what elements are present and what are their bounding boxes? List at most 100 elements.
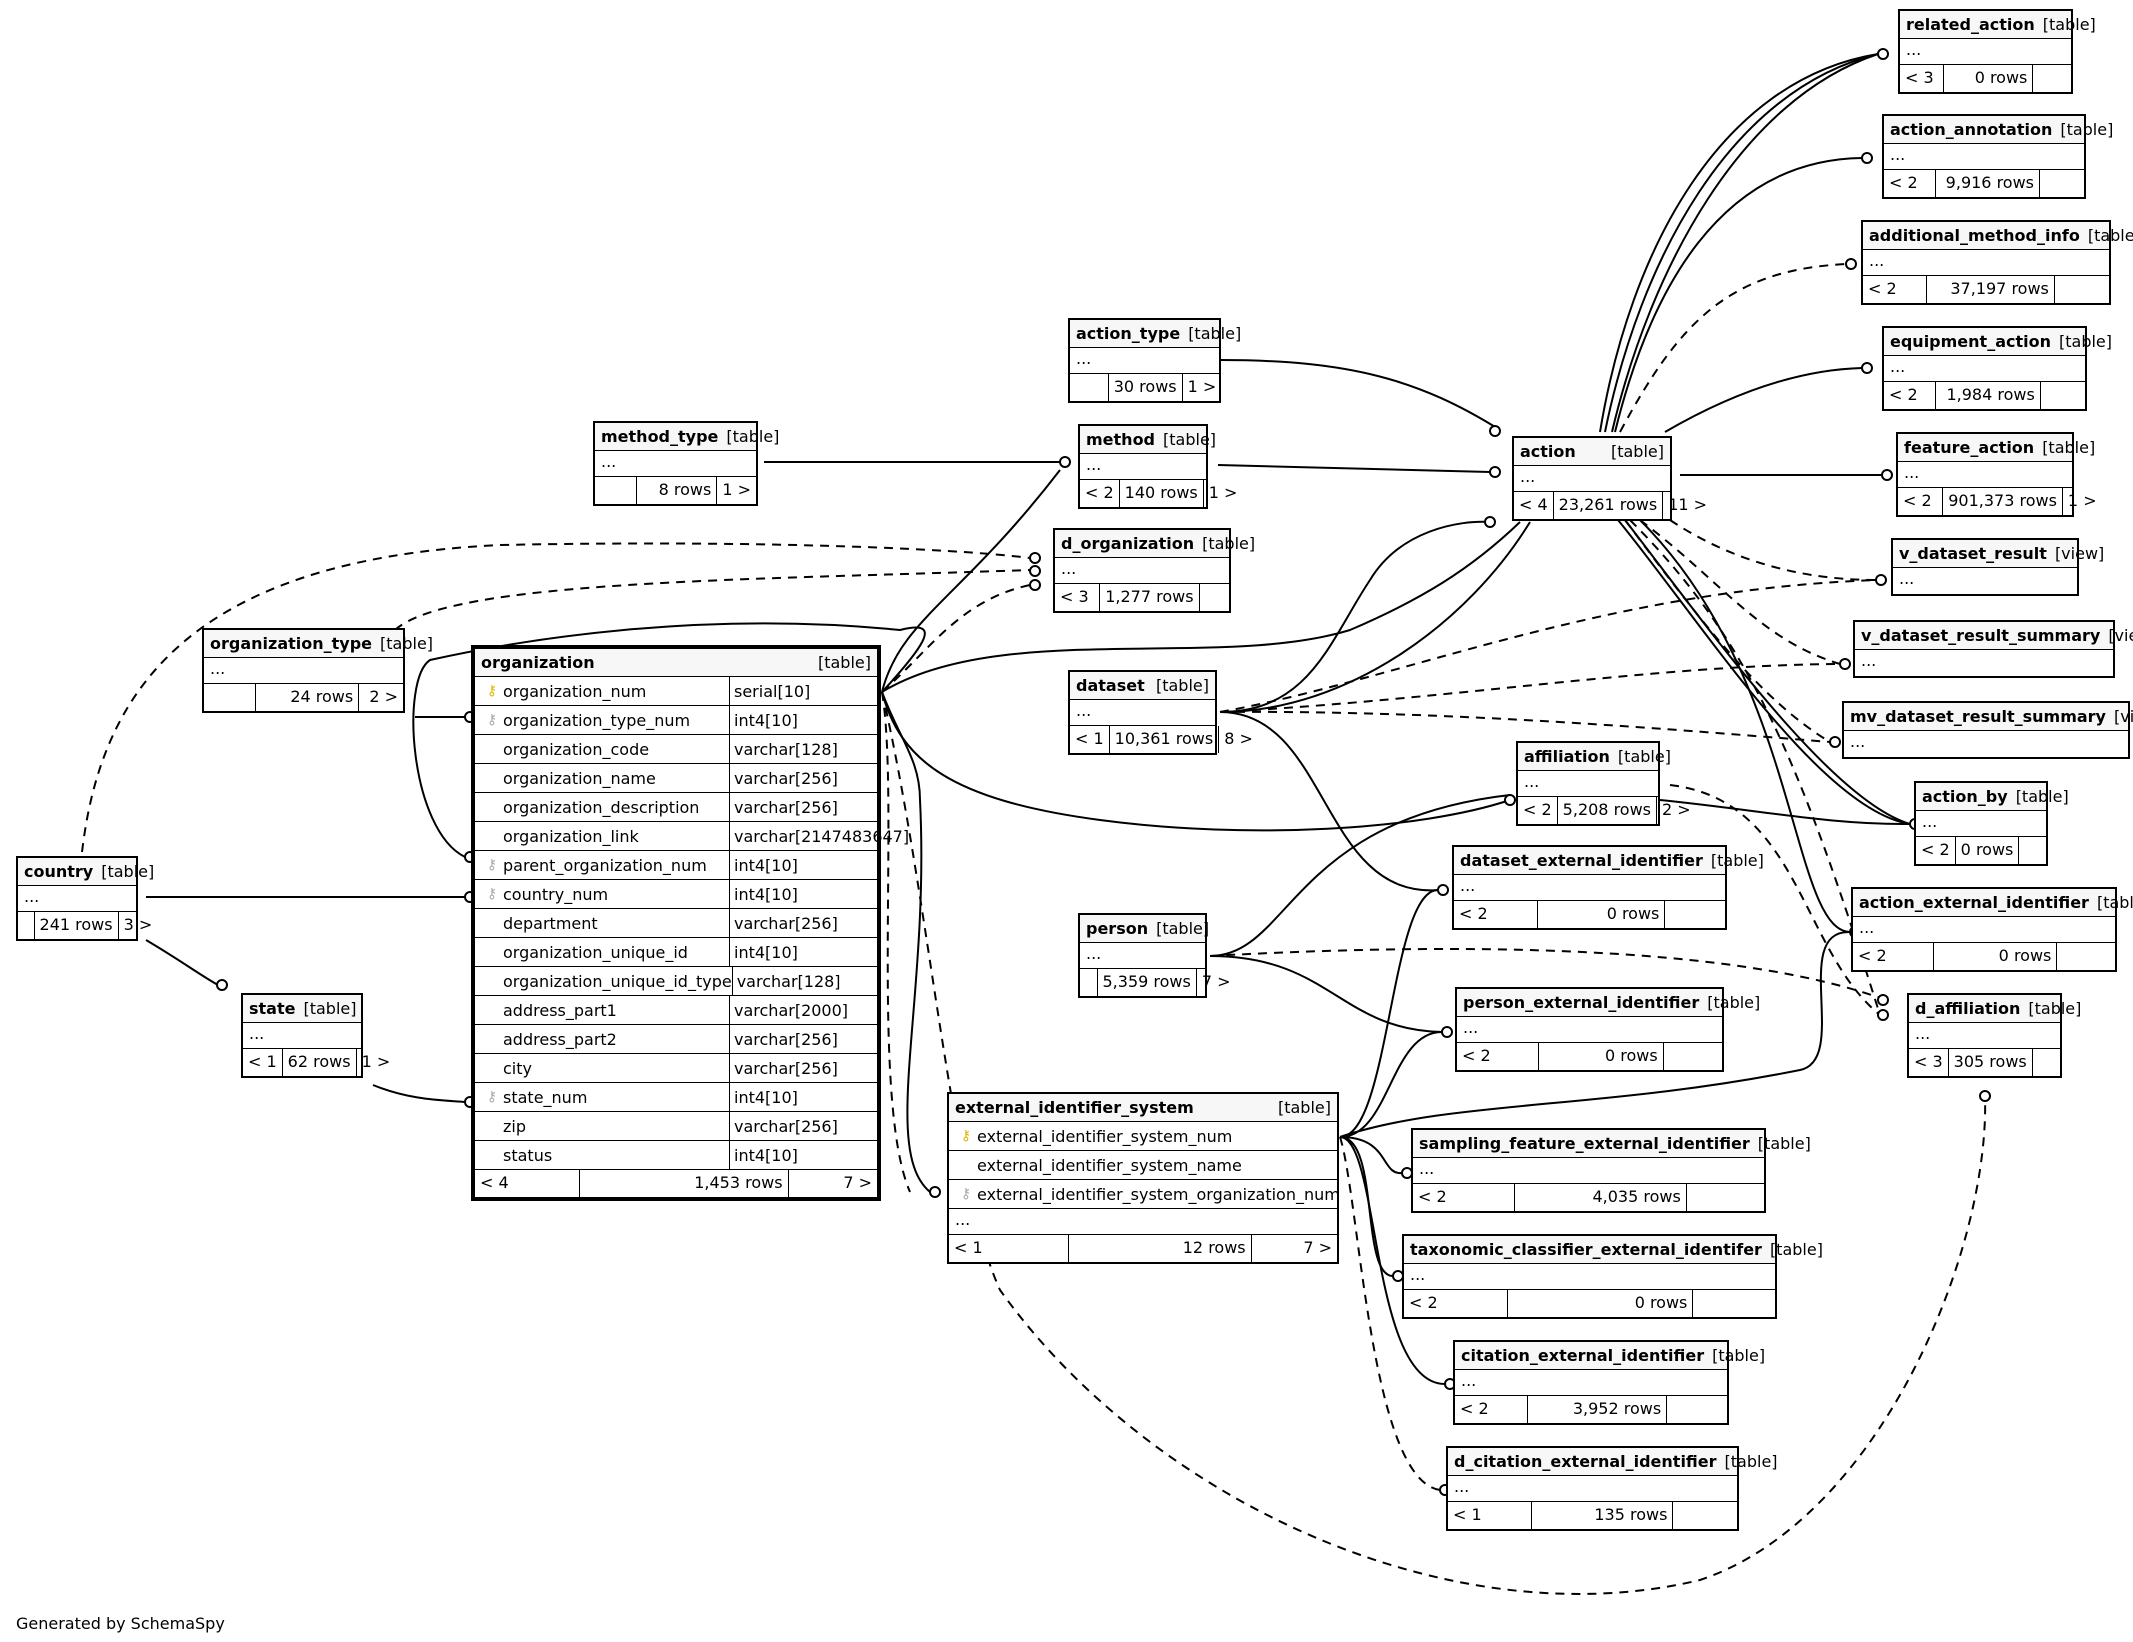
table-kind: [table] — [1712, 1346, 1766, 1365]
ellipsis-row: ... — [204, 658, 403, 684]
column-row[interactable]: external_identifier_system_name — [949, 1151, 1337, 1180]
v-dataset-result-summary-view[interactable]: v_dataset_result_summary[view] ... — [1853, 620, 2133, 678]
edge-person-d-affiliation — [1209, 947, 1887, 1001]
edge-person-affiliation — [1209, 794, 1511, 957]
table-name: action_type — [1076, 324, 1181, 343]
table-name: country — [24, 862, 94, 881]
v-dataset-result-view[interactable]: v_dataset_result[view] ... — [1891, 538, 2104, 596]
edge-dataset-action-1 — [1219, 520, 1491, 713]
ellipsis-row: ... — [1055, 558, 1229, 584]
table-name: v_dataset_result — [1899, 544, 2047, 563]
ellipsis-row: ... — [1884, 144, 2084, 170]
table-name: d_organization — [1061, 534, 1195, 553]
column-row[interactable]: ⚷external_identifier_system_organization… — [949, 1180, 1340, 1209]
edge-dataset-ext-id — [1219, 711, 1441, 892]
citation-external-identifier-table[interactable]: citation_external_identifier[table] ... … — [1453, 1340, 1765, 1425]
taxonomic-classifier-external-identifer-table[interactable]: taxonomic_classifier_external_identifer[… — [1402, 1234, 1823, 1319]
external-identifier-system-table[interactable]: external_identifier_system[table] ⚷exter… — [947, 1092, 1340, 1264]
ellipsis-row: ... — [1884, 356, 2085, 382]
column-name-cell: department — [475, 909, 730, 937]
column-type: int4[10] — [734, 1087, 798, 1107]
dataset-external-identifier-table[interactable]: dataset_external_identifier[table] ... <… — [1452, 845, 1764, 930]
generated-by-footer: Generated by SchemaSpy — [16, 1614, 225, 1633]
table-name: action_by — [1922, 787, 2008, 806]
column-name-cell: organization_description — [475, 793, 730, 821]
edge-eis-sampling — [1339, 1136, 1403, 1175]
column-type: int4[10] — [734, 942, 798, 962]
table-kind: [table] — [380, 634, 434, 653]
column-name-cell: ⚷state_num — [475, 1083, 730, 1111]
table-kind: [table] — [1155, 676, 1209, 695]
column-name-cell: ⚷organization_type_num — [475, 706, 730, 734]
edge-action-action-by-2 — [1624, 519, 1911, 825]
column-type: int4[10] — [734, 855, 798, 875]
column-type: varchar[256] — [734, 768, 838, 788]
column-name: address_part2 — [503, 1029, 617, 1049]
table-kind: [table] — [2087, 226, 2133, 245]
column-name: external_identifier_system_num — [977, 1126, 1233, 1146]
action-external-identifier-table[interactable]: action_external_identifier[table] ... < … — [1851, 887, 2133, 972]
ellipsis-row: ... — [1404, 1264, 1775, 1290]
ellipsis-row: ... — [1454, 875, 1725, 901]
table-kind: [table] — [1757, 1134, 1811, 1153]
person-external-identifier-table[interactable]: person_external_identifier[table] ... < … — [1455, 987, 1760, 1072]
column-name: organization_type_num — [503, 710, 691, 730]
edge-org-d-org — [881, 584, 1031, 693]
sampling-feature-external-identifier-table[interactable]: sampling_feature_external_identifier[tab… — [1411, 1128, 1811, 1213]
d-citation-external-identifier-table[interactable]: d_citation_external_identifier[table] ..… — [1446, 1446, 1778, 1531]
edge-affiliation-d-affiliation — [1669, 784, 1881, 1016]
column-row[interactable]: ⚷external_identifier_system_num — [949, 1122, 1337, 1151]
edge-method-action — [1217, 464, 1491, 473]
column-name: zip — [503, 1116, 526, 1136]
column-name: organization_num — [503, 681, 647, 701]
mv-dataset-result-summary-view[interactable]: mv_dataset_result_summary[view] ... — [1842, 701, 2133, 759]
edge-action-related-action-1 — [1599, 53, 1879, 433]
additional-method-info-table[interactable]: additional_method_info[table] ... < 237,… — [1861, 220, 2133, 305]
